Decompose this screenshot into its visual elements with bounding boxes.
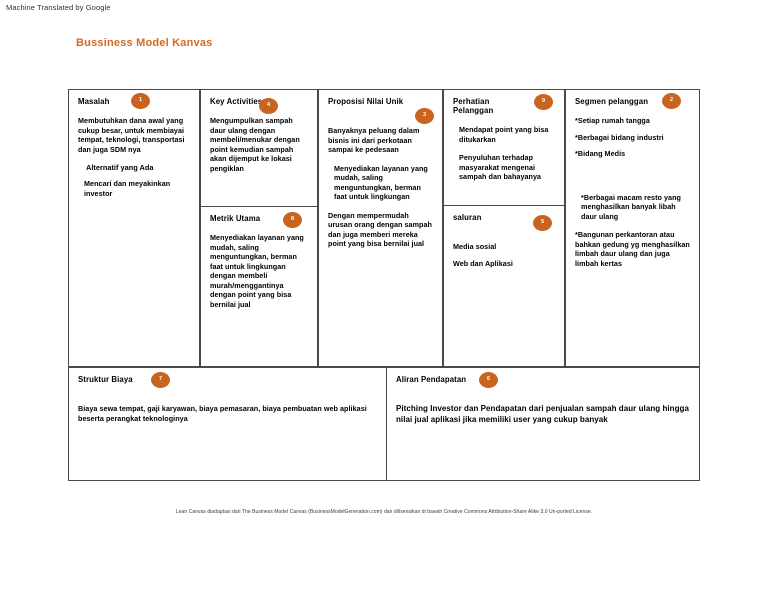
block-saluran-body-1: Media sosial [453, 242, 497, 252]
block-saluran[interactable]: saluran 5 Media sosial Web dan Aplikasi [443, 206, 565, 367]
canvas-customer-column: Perhatian Pelanggan 9 Mendapat point yan… [443, 89, 565, 367]
block-segmen-item-5: *Bangunan perkantoran atau bahkan gedung… [575, 230, 690, 268]
block-metrik-utama-body: Menyediakan layanan yang mudah, saling m… [210, 233, 304, 309]
block-metrik-utama-badge: 8 [283, 212, 302, 228]
block-aliran-pendapatan-badge: 6 [479, 372, 498, 388]
block-perhatian-title: Perhatian Pelanggan [453, 97, 494, 116]
block-masalah-alternatif-title: Alternatif yang Ada [86, 163, 154, 173]
block-proposisi-badge: 3 [415, 108, 434, 124]
block-metrik-utama[interactable]: Metrik Utama 8 Menyediakan layanan yang … [200, 207, 318, 367]
block-perhatian-body-1: Mendapat point yang bisa ditukarkan [459, 125, 549, 144]
block-masalah-badge: 1 [131, 93, 150, 109]
block-segmen-badge: 2 [662, 93, 681, 109]
block-saluran-badge: 5 [533, 215, 552, 231]
block-proposisi-nilai-unik[interactable]: Proposisi Nilai Unik 3 Banyaknya peluang… [318, 89, 443, 367]
block-segmen-title: Segmen pelanggan [575, 97, 649, 106]
block-metrik-utama-title: Metrik Utama [210, 214, 261, 223]
block-saluran-title: saluran [453, 213, 482, 222]
block-aliran-pendapatan-title: Aliran Pendapatan [396, 375, 467, 384]
block-aliran-pendapatan-body: Pitching Investor dan Pendapatan dari pe… [396, 404, 689, 424]
block-struktur-biaya-body: Biaya sewa tempat, gaji karyawan, biaya … [78, 404, 367, 423]
business-model-canvas-grid: Masalah 1 Membutuhkan dana awal yang cuk… [68, 89, 700, 481]
block-perhatian-pelanggan[interactable]: Perhatian Pelanggan 9 Mendapat point yan… [443, 89, 565, 206]
block-masalah-title: Masalah [78, 97, 110, 106]
block-key-activities[interactable]: Key Activities 4 Mengumpulkan sampah dau… [200, 89, 318, 207]
block-struktur-biaya-badge: 7 [151, 372, 170, 388]
block-masalah[interactable]: Masalah 1 Membutuhkan dana awal yang cuk… [68, 89, 200, 367]
canvas-top-row: Masalah 1 Membutuhkan dana awal yang cuk… [68, 89, 700, 367]
block-segmen-item-1: *Setiap rumah tangga [575, 116, 650, 126]
block-perhatian-badge: 9 [534, 94, 553, 110]
canvas-middle-column: Key Activities 4 Mengumpulkan sampah dau… [200, 89, 318, 367]
block-saluran-body-2: Web dan Aplikasi [453, 258, 513, 268]
block-key-activities-badge: 4 [259, 98, 278, 114]
block-proposisi-body-2: Menyediakan layanan yang mudah, saling m… [334, 163, 428, 202]
block-segmen-item-3: *Bidang Medis [575, 149, 626, 159]
block-perhatian-body-2: Penyuluhan terhadap masyarakat mengenai … [459, 153, 542, 182]
block-segmen-item-4: *Berbagai macam resto yang menghasilkan … [581, 192, 681, 221]
block-struktur-biaya[interactable]: Struktur Biaya 7 Biaya sewa tempat, gaji… [68, 367, 387, 481]
block-proposisi-body-1: Banyaknya peluang dalam bisnis ini dari … [328, 126, 420, 155]
block-key-activities-body: Mengumpulkan sampah daur ulang dengan me… [210, 116, 300, 173]
block-masalah-body: Membutuhkan dana awal yang cukup besar, … [78, 116, 185, 154]
canvas-bottom-row: Struktur Biaya 7 Biaya sewa tempat, gaji… [68, 367, 700, 481]
machine-translated-note: Machine Translated by Google [6, 3, 111, 12]
block-proposisi-body-3: Dengan mempermudah urusan orang dengan s… [328, 210, 432, 249]
block-segmen-item-2: *Berbagai bidang industri [575, 132, 664, 142]
block-segmen-pelanggan[interactable]: Segmen pelanggan 2 *Setiap rumah tangga … [565, 89, 700, 367]
block-masalah-alternatif-body: Mencari dan meyakinkan investor [84, 179, 171, 198]
block-aliran-pendapatan[interactable]: Aliran Pendapatan 6 Pitching Investor da… [387, 367, 700, 481]
block-key-activities-title: Key Activities [210, 97, 263, 106]
license-footer: Lean Canvas diadaptasi dari The Business… [175, 509, 593, 515]
block-struktur-biaya-title: Struktur Biaya [78, 375, 133, 384]
page-title: Bussiness Model Kanvas [76, 37, 213, 49]
block-proposisi-title: Proposisi Nilai Unik [328, 97, 404, 106]
